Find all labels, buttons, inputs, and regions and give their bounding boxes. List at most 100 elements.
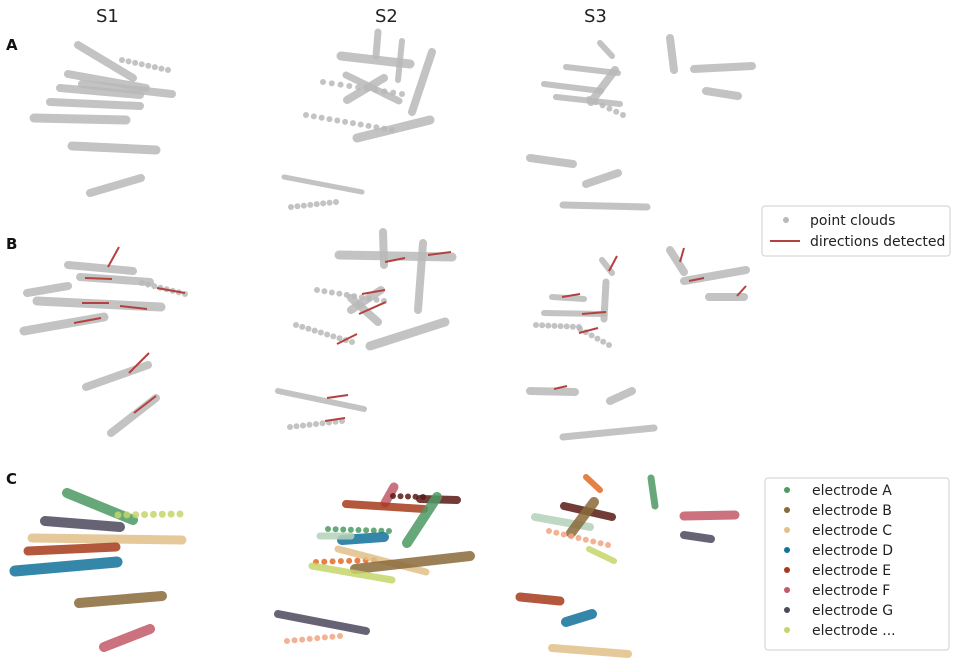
- electrode-stroke: [647, 474, 659, 510]
- direction-arrow: [679, 247, 685, 263]
- point-cloud: [29, 113, 131, 125]
- direction-arrow: [427, 251, 452, 256]
- column-title-s1: S1: [96, 6, 119, 27]
- direction-arrow-layer: [73, 246, 747, 422]
- direction-arrow: [384, 257, 406, 263]
- legend-label-electrode: electrode B: [812, 503, 892, 519]
- direction-arrow: [736, 285, 747, 297]
- point-cloud: [526, 387, 579, 396]
- direction-arrow: [561, 293, 581, 298]
- point-cloud: [74, 41, 137, 82]
- legend-label-directions-detected: directions detected: [810, 234, 945, 250]
- direction-arrow: [553, 385, 568, 390]
- electrode-stroke: [334, 545, 430, 576]
- legend-label-point-clouds: point clouds: [810, 213, 895, 229]
- point-cloud: [559, 201, 651, 211]
- electrode-stroke: [548, 644, 632, 658]
- point-cloud: [288, 199, 339, 210]
- direction-arrow: [84, 277, 113, 280]
- point-cloud: [541, 81, 604, 94]
- point-cloud: [597, 40, 615, 59]
- point-cloud: [275, 388, 367, 412]
- direction-arrow: [688, 277, 705, 282]
- point-cloud: [526, 154, 577, 168]
- point-cloud: [64, 261, 137, 275]
- point-cloud: [379, 228, 388, 269]
- point-cloud: [119, 57, 171, 73]
- electrode-stroke: [284, 633, 343, 644]
- electrode-stroke: [586, 546, 617, 564]
- legend-marker-electrode: [784, 507, 790, 513]
- direction-arrow: [156, 287, 186, 294]
- point-cloud: [347, 286, 385, 314]
- direction-arrow: [326, 394, 349, 399]
- point-cloud: [586, 96, 626, 118]
- point-cloud: [82, 361, 152, 391]
- point-cloud: [23, 282, 72, 297]
- point-cloud: [577, 326, 612, 348]
- legend-frame: [764, 477, 950, 651]
- point-cloud: [303, 112, 395, 133]
- point-cloud: [395, 38, 405, 83]
- row-label-c: C: [6, 470, 17, 488]
- direction-arrow: [107, 246, 120, 268]
- legend-marker-electrode: [784, 607, 790, 613]
- legend-marker-electrode: [784, 487, 790, 493]
- point-cloud: [600, 278, 610, 323]
- point-cloud: [587, 66, 619, 106]
- electrode-stroke: [74, 591, 167, 608]
- point-cloud: [293, 322, 355, 345]
- electrode-stroke: [40, 516, 125, 532]
- electrode-stroke: [99, 624, 155, 652]
- direction-arrow: [133, 395, 157, 414]
- electrode-stroke: [325, 526, 392, 534]
- direction-arrow: [608, 255, 618, 272]
- legend-marker-electrode: [784, 627, 790, 633]
- legend-marker-electrode: [784, 567, 790, 573]
- electrode-stroke: [350, 551, 475, 574]
- direction-arrow: [578, 327, 599, 334]
- legend-label-electrode: electrode C: [812, 523, 892, 539]
- legend-label-electrode: electrode G: [812, 603, 893, 619]
- column-title-s2: S2: [375, 6, 398, 27]
- point-cloud: [352, 115, 435, 143]
- direction-arrow: [324, 417, 346, 422]
- legend-directions: point clouds directions detected: [761, 205, 951, 257]
- point-cloud: [559, 424, 658, 441]
- legend-label-electrode: electrode ...: [812, 623, 896, 639]
- point-cloud: [408, 48, 436, 116]
- row-label-a: A: [6, 36, 18, 54]
- column-title-s3: S3: [584, 6, 607, 27]
- point-cloud: [666, 246, 688, 276]
- point-cloud: [67, 141, 161, 155]
- point-cloud: [582, 169, 622, 188]
- electrode-stroke: [23, 542, 121, 556]
- point-cloud-legend-marker: [783, 217, 789, 223]
- electrode-stroke: [515, 592, 565, 606]
- legend-marker-electrode: [784, 547, 790, 553]
- electrode-stroke: [274, 610, 370, 635]
- point-cloud-layer: [9, 28, 756, 658]
- electrode-stroke: [114, 510, 184, 519]
- electrode-stroke: [380, 482, 399, 508]
- row-label-b: B: [6, 235, 17, 253]
- electrode-stroke: [308, 562, 396, 584]
- point-cloud: [690, 62, 756, 73]
- legend-label-electrode: electrode D: [812, 543, 893, 559]
- point-cloud: [320, 79, 405, 97]
- point-cloud: [599, 257, 615, 276]
- legend-frame: [761, 205, 951, 257]
- electrode-stroke: [546, 528, 611, 548]
- legend-marker-electrode: [784, 527, 790, 533]
- electrode-stroke: [27, 533, 187, 545]
- point-cloud: [365, 317, 450, 351]
- point-cloud: [549, 294, 587, 302]
- direction-arrow: [119, 305, 148, 310]
- electrode-stroke: [583, 474, 603, 493]
- point-cloud: [78, 80, 176, 98]
- point-cloud: [287, 418, 345, 430]
- point-cloud: [533, 322, 582, 330]
- direction-arrow: [358, 301, 387, 315]
